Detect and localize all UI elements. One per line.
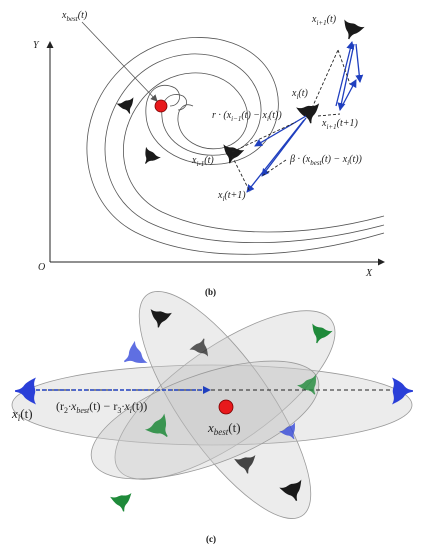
panel-c-formula: (r2·xbest(t) − r3·xi(t)): [56, 399, 147, 415]
x-best-label: xbest(t): [61, 10, 88, 23]
panel-c: xi(t) (r2·xbest(t) − r3·xi(t)) xbest(t) …: [11, 291, 413, 544]
best-position-point: [218, 399, 234, 415]
vector-arrow: [337, 43, 355, 111]
dashed-line: [317, 113, 341, 117]
dashed-line: [311, 49, 339, 109]
spiral-inner: [123, 72, 385, 233]
dashed-line: [231, 155, 251, 193]
panel-c-xi-label: xi(t): [11, 406, 33, 423]
beta-expression-label: β · (xbest(t) − xi(t)): [289, 154, 363, 167]
ellipse-tilted-lower: [90, 360, 320, 480]
best-pointer-arrow: [81, 21, 158, 102]
vector-arrow: [246, 119, 305, 193]
xi1-top-label: xi+1(t): [311, 14, 337, 27]
x-axis-label: X: [365, 268, 373, 279]
spiral-middle: [104, 53, 385, 244]
y-axis-label: Y: [33, 40, 40, 51]
origin-label: O: [38, 262, 45, 273]
xi-minus1-label: xi-1(t): [191, 155, 214, 168]
dashed-line: [337, 49, 351, 85]
vector-arrow: [339, 79, 357, 111]
xi-next-label: xi(t+1): [217, 190, 246, 203]
manta-ray-icon: [138, 146, 161, 169]
vector-arrow: [335, 41, 355, 107]
panel-c-best-label: xbest(t): [207, 420, 241, 437]
ellipse-tilted-left: [114, 310, 336, 480]
panel-c-caption: (c): [206, 534, 216, 544]
manta-ray-icon: [116, 97, 139, 117]
manta-ray-icon: [110, 493, 135, 514]
vector-arrow: [254, 115, 307, 147]
spiral-paths: [86, 37, 385, 255]
manta-ray-icon: [338, 19, 365, 43]
dashed-line: [231, 121, 297, 153]
xi1-next-label: xi+1(t+1): [321, 118, 358, 131]
best-position-point: [154, 99, 168, 113]
manta-ray-icon: [296, 103, 323, 126]
construction-lines: [231, 49, 351, 193]
panel-b: Y X O xbest(t): [33, 10, 385, 297]
r-expression-label: r · (xi−1(t) − xi(t)): [212, 110, 282, 123]
vector-arrow: [355, 43, 364, 83]
spiral-outer: [86, 37, 385, 255]
xi-label: xi(t): [291, 88, 309, 101]
update-vectors: [246, 41, 364, 193]
panel-b-caption: (b): [205, 287, 216, 297]
